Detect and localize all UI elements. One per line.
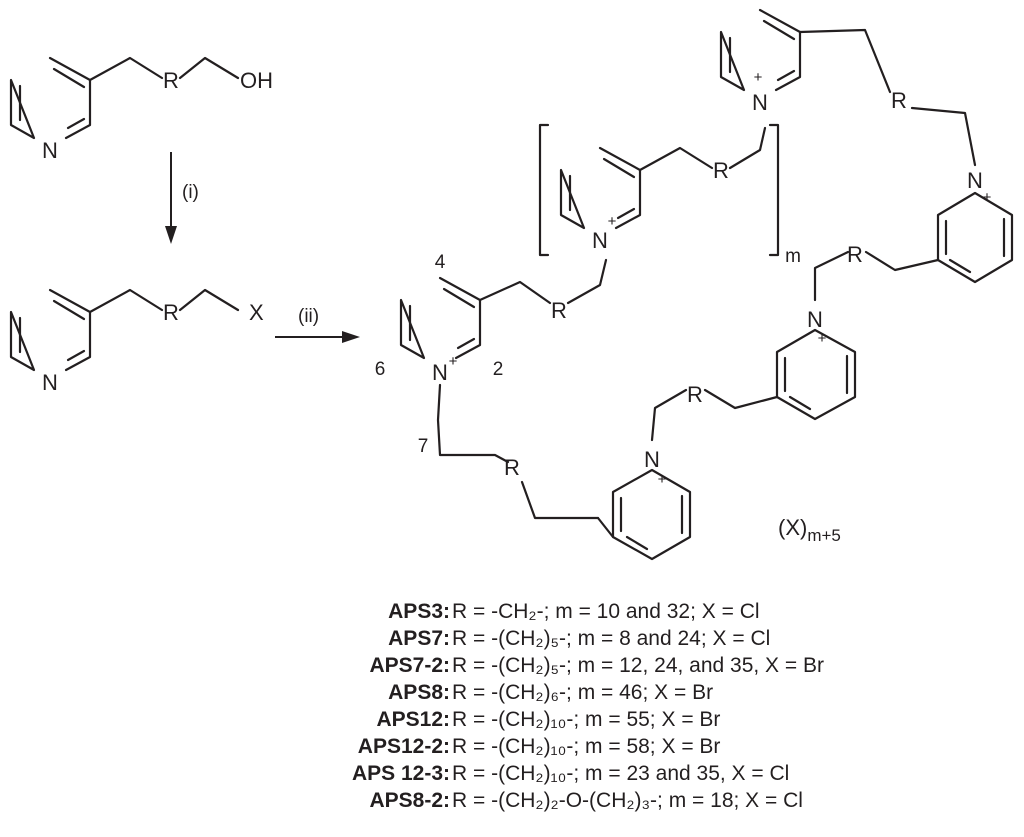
- legend-label: APS8:: [388, 680, 450, 704]
- step-i-arrow: (i): [165, 152, 199, 244]
- position-7: 7: [418, 436, 429, 457]
- legend-label: APS12-2:: [357, 734, 450, 758]
- atom-n: N: [42, 138, 58, 163]
- atom-oh: OH: [240, 68, 273, 93]
- counterion-label: (X)m+5: [778, 515, 841, 545]
- legend-label: APS8-2:: [369, 788, 450, 812]
- legend-row: APS7-2:R = -(CH₂)₅-; m = 12, 24, and 35,…: [300, 652, 960, 679]
- charge-plus: +: [658, 471, 667, 488]
- atom-n: N: [967, 168, 983, 193]
- atom-n: N: [432, 360, 448, 385]
- legend-row: APS8:R = -(CH₂)₆-; m = 46; X = Br: [300, 679, 960, 706]
- halide-intermediate: N R X: [9, 288, 264, 395]
- legend-definition: R = -CH₂-; m = 10 and 32; X = Cl: [452, 599, 760, 623]
- legend-label: APS 12-3:: [351, 761, 450, 785]
- legend-label: APS7-2:: [369, 653, 450, 677]
- reaction-scheme: N R OH (i) N R X (ii) N + 4 6 2 7 R: [9, 8, 1014, 561]
- macrocycle: N + 4 6 2 7 R R N + R m N + R N +: [375, 8, 1014, 561]
- legend-definition: R = -(CH₂)₅-; m = 8 and 24; X = Cl: [452, 626, 771, 650]
- counterion-sub: m+5: [807, 526, 841, 545]
- step-ii-arrow: (ii): [275, 306, 360, 343]
- atom-n: N: [42, 370, 58, 395]
- counterion-base: (X): [778, 515, 807, 540]
- legend-definition: R = -(CH₂)₅-; m = 12, 24, and 35, X = Br: [452, 653, 825, 677]
- atom-r: R: [504, 455, 520, 480]
- starting-alcohol: N R OH: [9, 56, 273, 163]
- legend-row: APS7:R = -(CH₂)₅-; m = 8 and 24; X = Cl: [300, 625, 960, 652]
- legend-row: APS12:R = -(CH₂)₁₀-; m = 55; X = Br: [300, 706, 960, 733]
- position-4: 4: [435, 252, 446, 273]
- atom-r: R: [891, 88, 907, 113]
- atom-n: N: [807, 307, 823, 332]
- charge-plus: +: [983, 189, 992, 206]
- charge-plus: +: [754, 69, 763, 86]
- position-6: 6: [375, 359, 386, 380]
- atom-n: N: [592, 228, 608, 253]
- atom-r: R: [551, 298, 567, 323]
- position-2: 2: [493, 359, 504, 380]
- atom-r: R: [163, 300, 179, 325]
- legend-definition: R = -(CH₂)₁₀-; m = 55; X = Br: [452, 707, 721, 731]
- legend-definition: R = -(CH₂)₁₀-; m = 58; X = Br: [452, 734, 721, 758]
- legend-row: APS3:R = -CH₂-; m = 10 and 32; X = Cl: [300, 598, 960, 625]
- atom-n: N: [644, 447, 660, 472]
- legend-label: APS12:: [376, 707, 450, 731]
- legend-definition: R = -(CH₂)₁₀-; m = 23 and 35, X = Cl: [452, 761, 790, 785]
- atom-r: R: [687, 382, 703, 407]
- legend-row: APS 12-3:R = -(CH₂)₁₀-; m = 23 and 35, X…: [300, 760, 960, 787]
- atom-x: X: [249, 300, 264, 325]
- legend-label: APS3:: [388, 599, 450, 623]
- charge-plus: +: [608, 213, 617, 230]
- atom-r: R: [847, 242, 863, 267]
- step-i-label: (i): [182, 182, 199, 203]
- repeat-m: m: [785, 246, 801, 267]
- atom-n: N: [752, 90, 768, 115]
- atom-r: R: [163, 68, 179, 93]
- charge-plus: +: [818, 330, 827, 347]
- legend-definition: R = -(CH₂)₆-; m = 46; X = Br: [452, 680, 714, 704]
- atom-r: R: [713, 158, 729, 183]
- charge-plus: +: [449, 353, 458, 370]
- legend-row: APS12-2:R = -(CH₂)₁₀-; m = 58; X = Br: [300, 733, 960, 760]
- legend-definition: R = -(CH₂)₂-O-(CH₂)₃-; m = 18; X = Cl: [452, 788, 803, 812]
- legend-row: APS8-2:R = -(CH₂)₂-O-(CH₂)₃-; m = 18; X …: [300, 787, 960, 814]
- step-ii-label: (ii): [298, 306, 319, 327]
- legend-label: APS7:: [388, 626, 450, 650]
